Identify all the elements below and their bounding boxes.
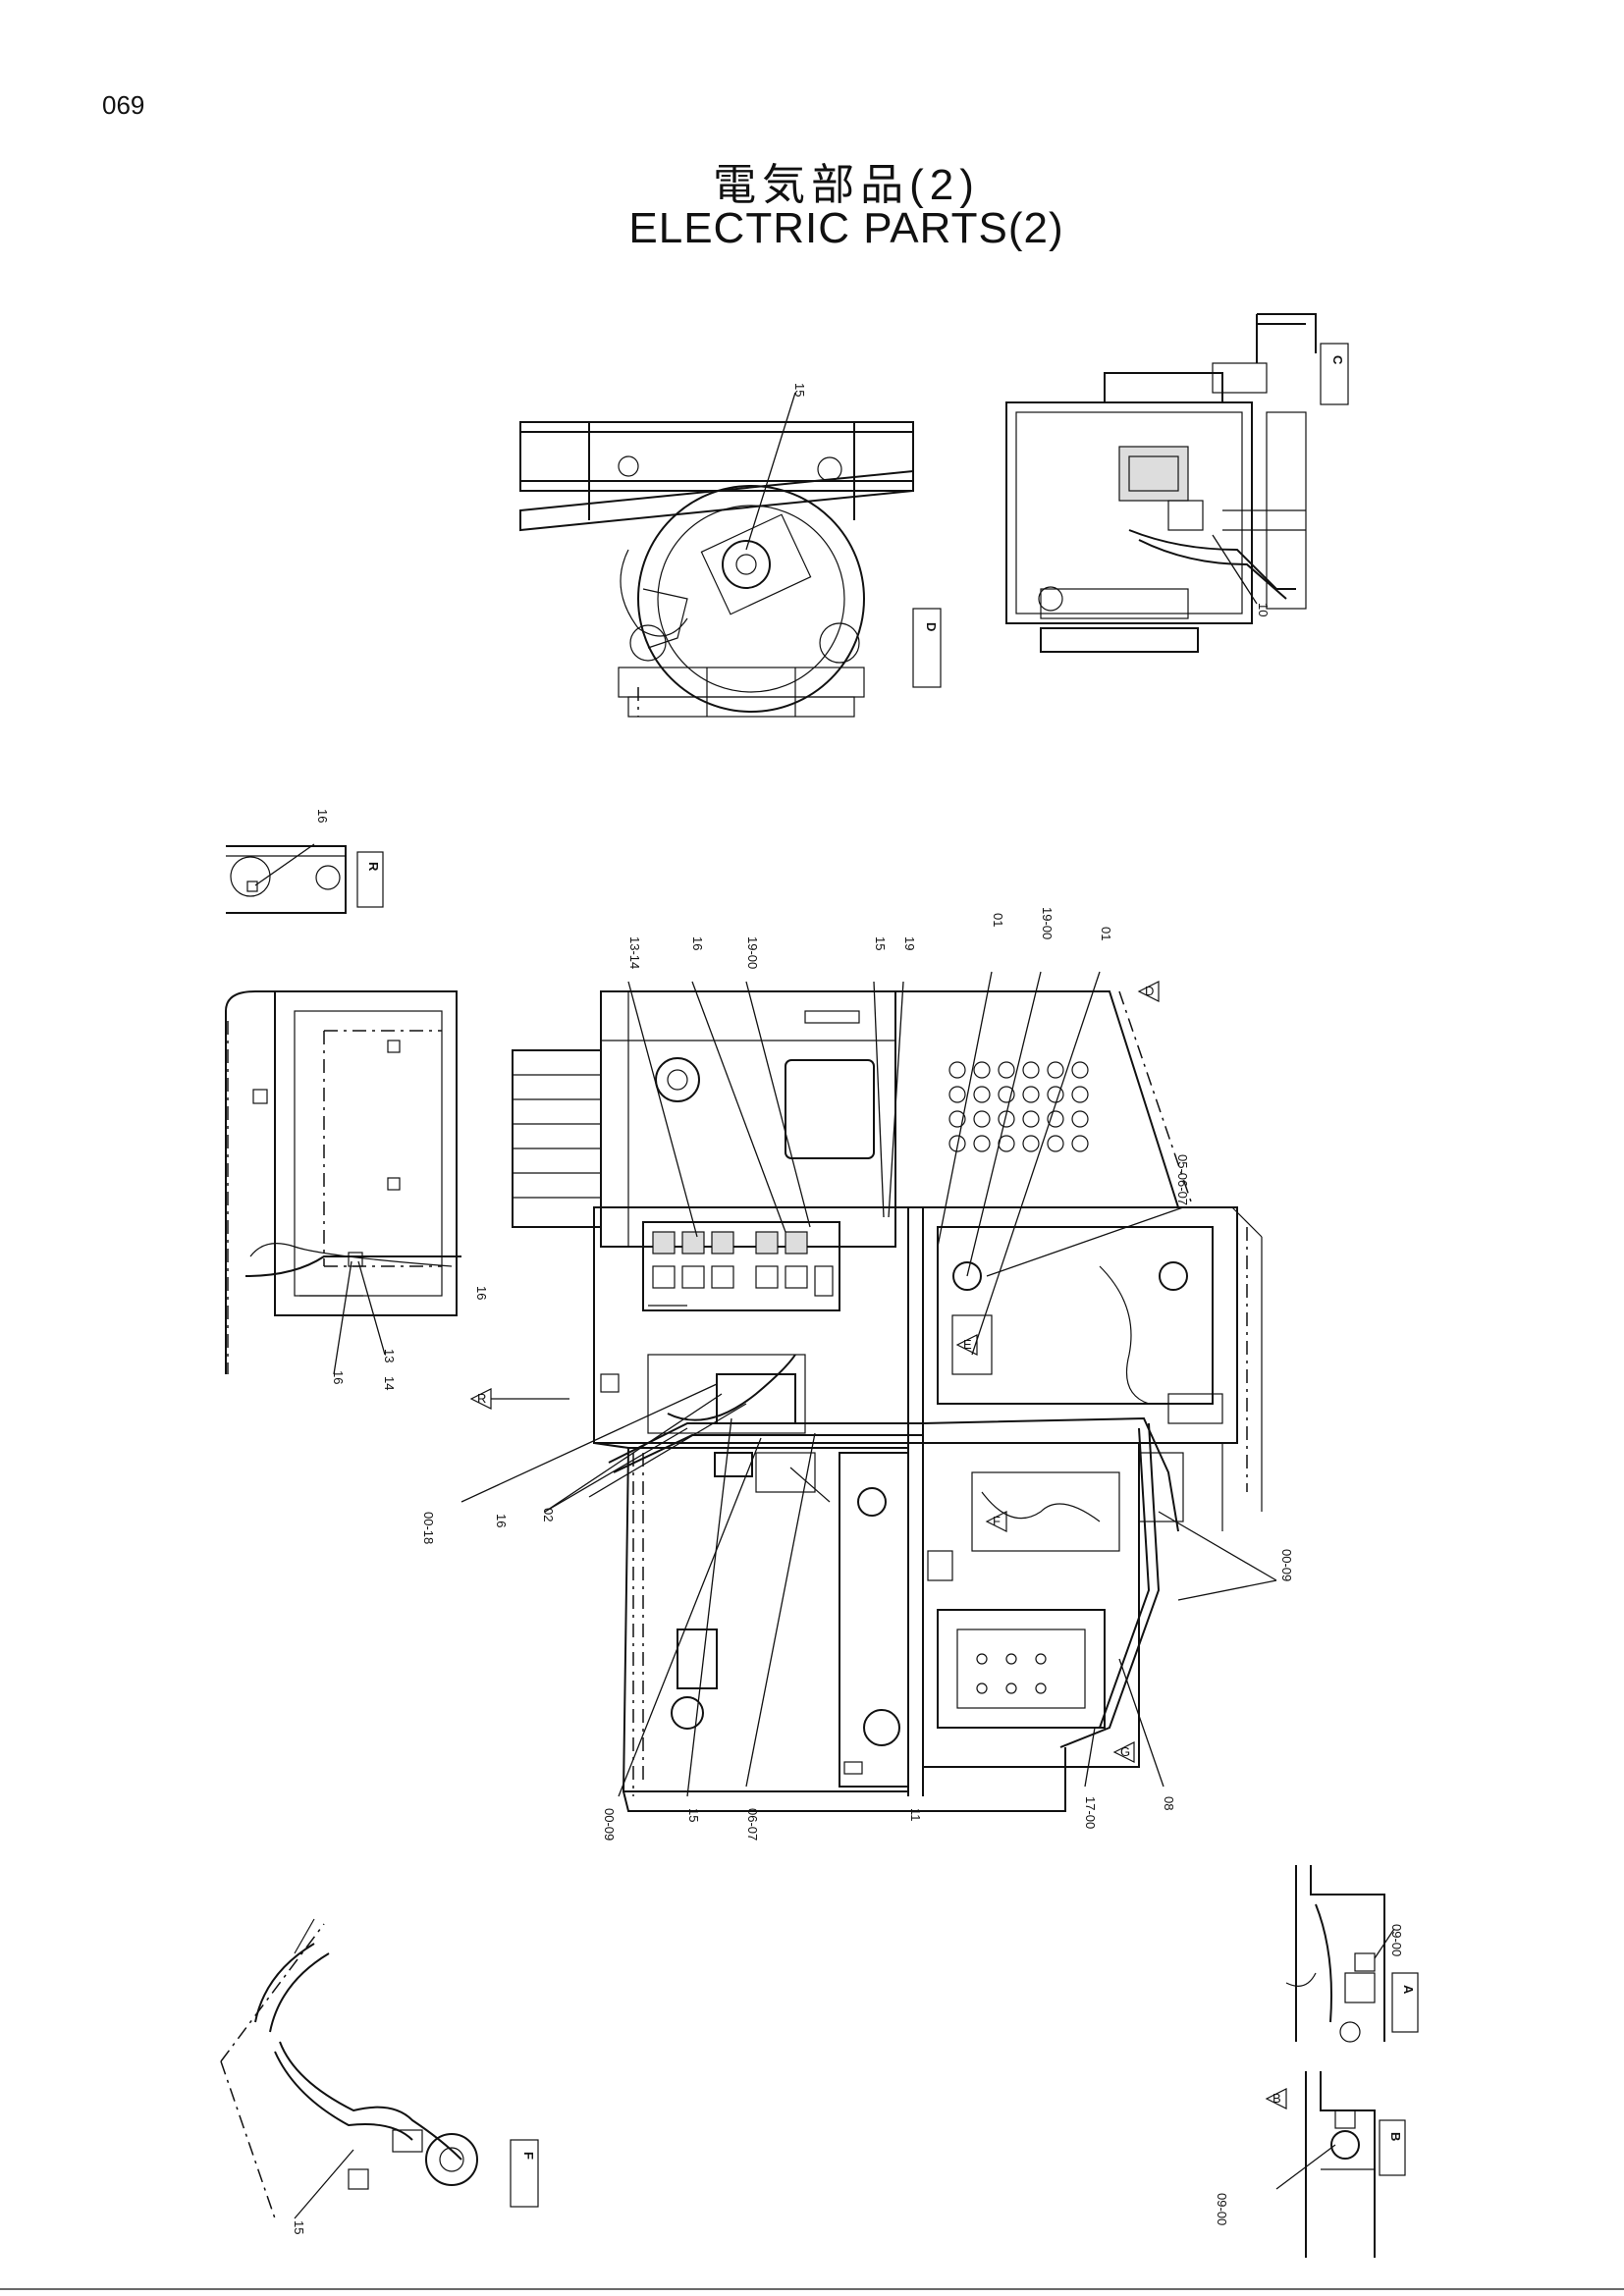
view-label-r: R xyxy=(366,862,381,872)
view-label-c: C xyxy=(1330,355,1345,365)
view-label-a: A xyxy=(1401,1985,1416,1995)
main-callouts-bottom: 00-09 15 06-07 11 17-00 08 xyxy=(602,1796,1176,1841)
main-callouts-left: 16 00-18 16 02 xyxy=(421,1286,556,1544)
callout-01-a: 01 xyxy=(991,913,1005,927)
view-arrow-f: F xyxy=(993,1514,1001,1528)
callout-15-bottom: 15 xyxy=(686,1808,701,1822)
callout-15-top: 15 xyxy=(792,383,807,397)
radiator-fins xyxy=(512,1049,602,1228)
callout-19-main: 19 xyxy=(902,936,917,950)
view-arrow-b: B xyxy=(1272,2091,1281,2106)
callout-06-07: 06-07 xyxy=(745,1808,760,1841)
view-arrows: D E R F G B xyxy=(469,981,1287,2109)
view-label-f: F xyxy=(521,2152,536,2160)
ventilation-holes xyxy=(948,1061,1089,1152)
callout-08: 08 xyxy=(1162,1796,1176,1810)
callout-16-left-b: 16 xyxy=(494,1514,509,1527)
callout-19-00-a: 19-00 xyxy=(745,936,760,969)
view-arrow-d: D xyxy=(1145,984,1154,998)
page-number: 069 xyxy=(102,90,145,120)
title-japanese: 電気部品(2) xyxy=(713,161,980,209)
callout-00-09-bottom: 00-09 xyxy=(602,1808,617,1841)
main-callouts-top: 13-14 16 19-00 15 19 01 19-00 01 xyxy=(627,907,1113,969)
callout-09-00-b: 09-00 xyxy=(1215,2193,1229,2225)
callout-02: 02 xyxy=(541,1508,556,1522)
view-cab-side: 16 13 14 xyxy=(225,990,461,1390)
callout-19-00-b: 19-00 xyxy=(1040,907,1055,939)
callout-00-18: 00-18 xyxy=(421,1512,436,1544)
callout-00-09-right: 00-09 xyxy=(1279,1549,1294,1581)
view-d-swing-area: 15 D xyxy=(519,383,942,718)
callout-16-left-main: 16 xyxy=(474,1286,489,1300)
main-leaders xyxy=(460,971,1277,1797)
view-label-b: B xyxy=(1388,2132,1403,2141)
view-b-detail: 09-00 B xyxy=(1215,2071,1406,2258)
callout-13-mid: 13 xyxy=(382,1349,397,1362)
callout-05-06-07: 05-06-07 xyxy=(1175,1154,1190,1205)
main-plan-view xyxy=(512,990,1263,1812)
callout-16-small: 16 xyxy=(315,809,330,823)
view-c-engine-area: 10 C xyxy=(1005,313,1349,653)
callout-17-00: 17-00 xyxy=(1083,1796,1098,1829)
main-callouts-right: 05-06-07 00-09 xyxy=(1175,1154,1294,1581)
callout-16-top-main: 16 xyxy=(690,936,705,950)
view-arrow-g: G xyxy=(1120,1744,1130,1759)
callout-01-b: 01 xyxy=(1099,927,1113,940)
view-a-detail: 09-00 A xyxy=(1285,1865,1419,2043)
callout-09-00-a: 09-00 xyxy=(1389,1924,1404,1956)
callout-15-f: 15 xyxy=(292,2220,306,2234)
callout-11: 11 xyxy=(908,1808,923,1822)
callout-10: 10 xyxy=(1256,603,1271,616)
view-label-d: D xyxy=(924,622,939,631)
callout-13-14: 13-14 xyxy=(627,936,642,969)
title-english: ELECTRIC PARTS(2) xyxy=(628,204,1064,252)
view-arrow-e: E xyxy=(963,1337,972,1352)
callout-15-main-top: 15 xyxy=(873,936,888,950)
callout-14-mid: 14 xyxy=(382,1376,397,1390)
view-f-detail: 15 F xyxy=(220,1918,539,2234)
view-r-detail: 16 R xyxy=(226,809,384,914)
callout-16-mid: 16 xyxy=(331,1370,346,1384)
view-arrow-r: R xyxy=(477,1391,486,1406)
relay-block xyxy=(642,1221,840,1311)
